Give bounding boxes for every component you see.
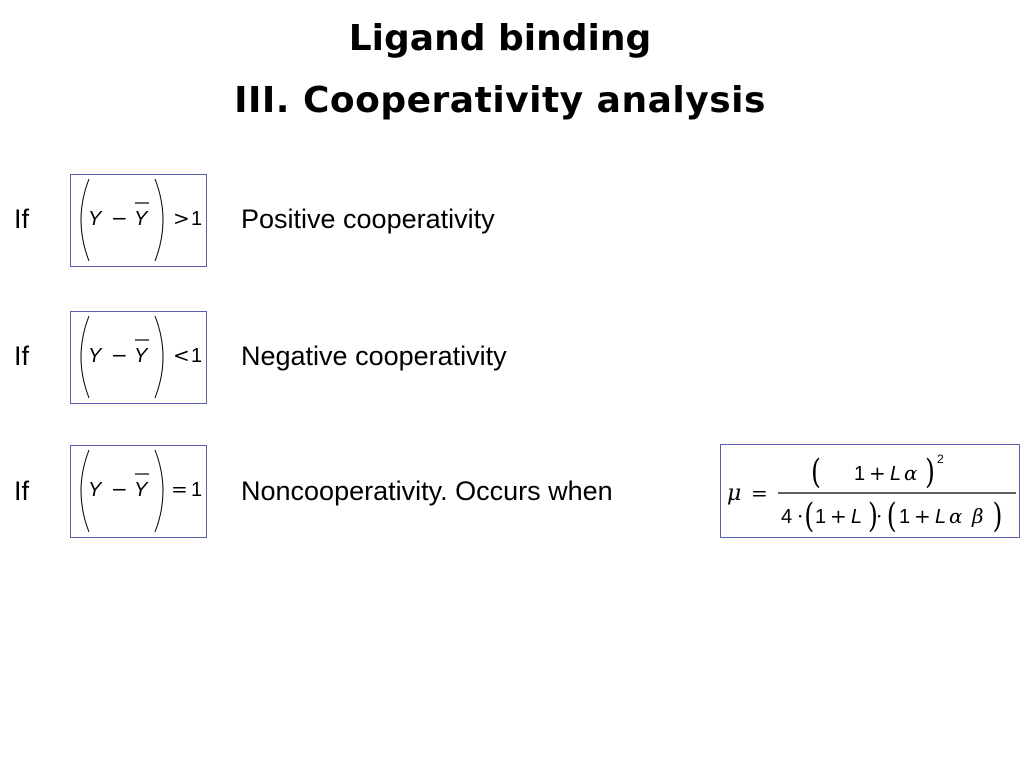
if-label: If [14, 341, 30, 371]
eq-rhs: 1 [191, 208, 202, 230]
num-paren-close: ) [925, 452, 935, 492]
eq-bar-var: Y [134, 479, 149, 501]
eq-minus: − [111, 477, 128, 501]
den-paren-close-1: ) [868, 496, 878, 536]
num-exponent: 2 [937, 452, 944, 466]
description-noncooperative: Noncooperativity. Occurs when [241, 476, 613, 506]
eq-minus: − [111, 343, 128, 367]
eq-bar-var: Y [134, 208, 149, 230]
den-paren-open-2: ( [887, 496, 897, 536]
den-paren-close-2: ) [993, 496, 1003, 536]
eq-relation: < [173, 343, 190, 367]
eq-bar-var: Y [134, 345, 149, 367]
den-beta: β [971, 504, 984, 528]
num-paren-open: ( [811, 452, 821, 492]
eq-minus: − [111, 206, 128, 230]
eq-lhs-var: Y [88, 208, 103, 230]
den-plus-1: + [830, 504, 847, 528]
equation-box-noncooperative: Y − Y = 1 [70, 445, 207, 538]
eq-relation: = [171, 477, 188, 501]
eq-rhs: 1 [191, 345, 202, 367]
mu-formula: μ = ( 1 + L α ) 2 4 · ( 1 + L ) · ( 1 + … [727, 452, 1016, 536]
eq-rhs: 1 [191, 479, 202, 501]
if-label: If [14, 476, 30, 506]
mu-formula-box: μ = ( 1 + L α ) 2 4 · ( 1 + L ) · ( 1 + … [720, 444, 1020, 538]
den-dot-1: · [797, 504, 803, 528]
description-negative: Negative cooperativity [241, 341, 507, 371]
den-one-2: 1 [899, 506, 910, 528]
den-one-1: 1 [815, 506, 826, 528]
equation-box-negative: Y − Y < 1 [70, 311, 207, 404]
mu-equals: = [751, 481, 768, 505]
eq-relation: > [173, 206, 190, 230]
eq-lhs-var: Y [88, 479, 103, 501]
mu-symbol: μ [727, 481, 741, 506]
slide-title: Ligand binding [348, 18, 652, 59]
num-alpha: α [904, 461, 918, 485]
den-four: 4 [781, 506, 792, 528]
den-dot-2: · [876, 504, 882, 528]
equation-noncooperative: Y − Y = 1 [80, 449, 202, 533]
num-plus: + [869, 461, 886, 485]
description-positive: Positive cooperativity [241, 204, 495, 234]
den-paren-open-1: ( [804, 496, 814, 536]
den-L-2: L [935, 506, 946, 528]
eq-lhs-var: Y [88, 345, 103, 367]
den-L-1: L [851, 506, 862, 528]
if-label: If [14, 204, 30, 234]
num-L: L [890, 463, 901, 485]
equation-negative: Y − Y < 1 [80, 315, 202, 399]
equation-positive: Y − Y > 1 [80, 178, 202, 262]
equation-box-positive: Y − Y > 1 [70, 174, 207, 267]
den-alpha: α [949, 504, 963, 528]
slide-subtitle: III. Cooperativity analysis [234, 80, 766, 121]
den-plus-2: + [914, 504, 931, 528]
num-one: 1 [854, 463, 865, 485]
